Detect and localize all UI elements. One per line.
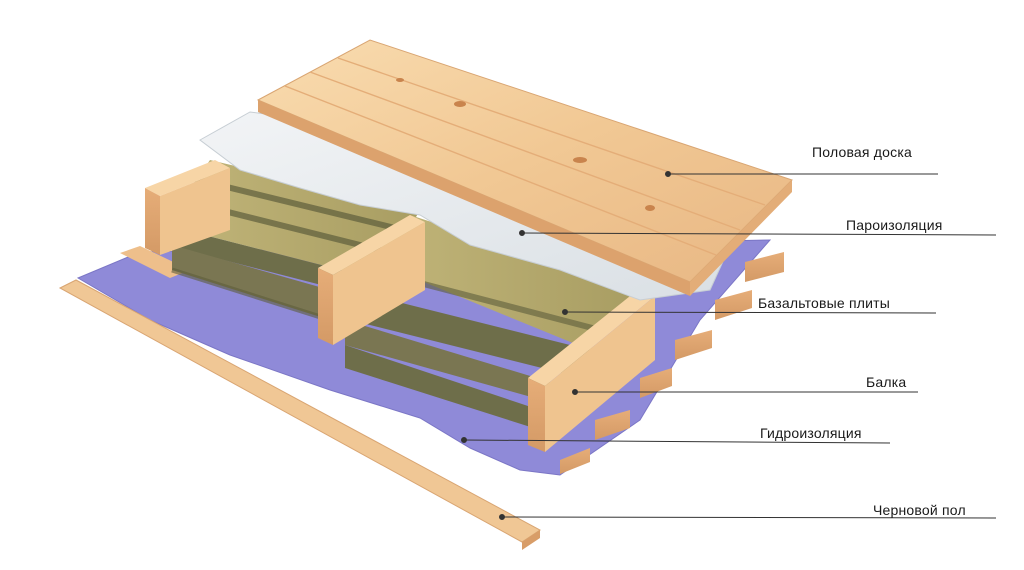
- floor-boards: [256, 39, 793, 296]
- leader-lines: [461, 171, 997, 520]
- leader-line-waterproofing: [463, 439, 891, 444]
- leader-line-basalt: [564, 311, 937, 314]
- label-floor-board: Половая доска: [812, 144, 912, 160]
- label-basalt-slabs: Базальтовые плиты: [758, 295, 891, 311]
- label-rough-floor: Черновой пол: [873, 502, 966, 518]
- label-beam: Балка: [866, 374, 907, 390]
- label-vapor-barrier: Пароизоляция: [846, 217, 943, 233]
- leader-line-rough-floor: [501, 516, 997, 519]
- beams: [145, 160, 655, 452]
- leader-line-vapor-barrier: [521, 232, 997, 236]
- basalt-slabs-right: [345, 215, 640, 430]
- label-waterproofing: Гидроизоляция: [760, 425, 862, 441]
